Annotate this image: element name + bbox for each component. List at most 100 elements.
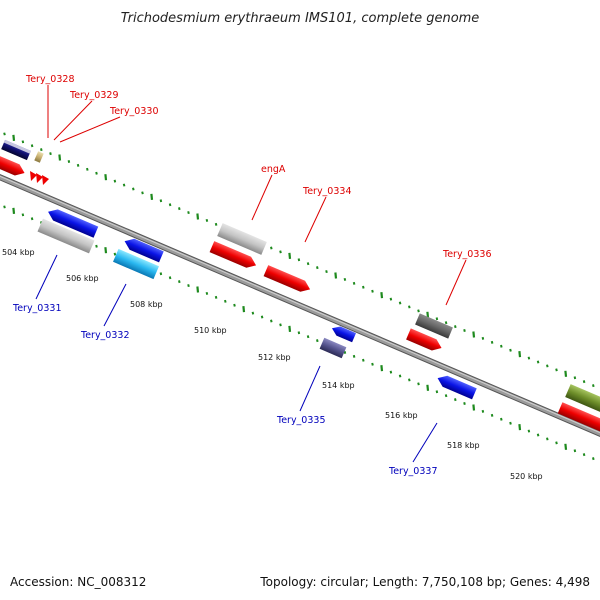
gene-arrow-red[interactable] bbox=[557, 402, 600, 434]
gene-feature[interactable] bbox=[1, 139, 31, 161]
minor-tick bbox=[573, 376, 577, 380]
minor-tick bbox=[187, 211, 190, 215]
minor-tick bbox=[509, 348, 512, 352]
gene-arrow-blue[interactable] bbox=[122, 236, 164, 263]
minor-tick bbox=[536, 360, 540, 364]
gene-label-tery-0331[interactable]: Tery_0331 bbox=[12, 303, 62, 314]
gene-feature[interactable] bbox=[37, 218, 95, 254]
minor-tick bbox=[21, 213, 25, 217]
minor-tick bbox=[168, 203, 172, 207]
major-tick bbox=[334, 272, 338, 279]
minor-tick bbox=[444, 321, 448, 325]
minor-tick bbox=[417, 309, 420, 313]
minor-tick bbox=[592, 457, 595, 461]
gene-label-enga[interactable]: engA bbox=[261, 164, 286, 175]
gene-feature[interactable] bbox=[319, 337, 347, 359]
gene-arrow-blue[interactable] bbox=[435, 373, 477, 400]
minor-tick bbox=[95, 244, 98, 248]
gene-label-tery-0332[interactable]: Tery_0332 bbox=[80, 330, 130, 341]
accession-text: Accession: NC_008312 bbox=[10, 575, 146, 589]
kbp-label: 518 kbp bbox=[447, 441, 480, 450]
kbp-label: 510 kbp bbox=[194, 326, 227, 335]
minor-tick bbox=[362, 285, 365, 289]
map-title: Trichodesmium erythraeum IMS101, complet… bbox=[121, 11, 480, 26]
major-tick bbox=[196, 213, 200, 220]
gene-arrow-red[interactable] bbox=[263, 265, 313, 295]
reverse-gene-labels: Tery_0331 Tery_0332 Tery_0335 Tery_0337 bbox=[12, 254, 438, 477]
minor-tick bbox=[270, 246, 273, 250]
gene-label-tery-0336[interactable]: Tery_0336 bbox=[442, 249, 492, 260]
gene-feature[interactable] bbox=[34, 151, 44, 163]
kbp-label: 504 kbp bbox=[2, 248, 35, 257]
minor-tick bbox=[573, 449, 577, 453]
gene-arrow-blue[interactable] bbox=[46, 206, 99, 238]
minor-tick bbox=[527, 356, 531, 360]
gene-label-tery-0337[interactable]: Tery_0337 bbox=[388, 466, 438, 477]
minor-tick bbox=[343, 350, 347, 354]
minor-tick bbox=[408, 305, 411, 309]
gene-label-tery-0334[interactable]: Tery_0334 bbox=[302, 186, 352, 197]
minor-tick bbox=[132, 187, 135, 191]
minor-tick bbox=[398, 374, 402, 378]
minor-tick bbox=[398, 301, 402, 305]
minor-tick bbox=[251, 311, 255, 315]
kbp-labels: 504 kbp 506 kbp 508 kbp 510 kbp 512 kbp … bbox=[2, 248, 543, 481]
reverse-strand-features bbox=[37, 206, 477, 400]
minor-tick bbox=[389, 370, 393, 374]
gene-feature[interactable] bbox=[565, 384, 600, 416]
minor-tick bbox=[205, 291, 209, 295]
minor-tick bbox=[490, 413, 494, 417]
minor-tick bbox=[555, 368, 558, 372]
minor-tick bbox=[463, 402, 466, 406]
minor-tick bbox=[527, 429, 531, 433]
minor-tick bbox=[444, 394, 448, 398]
minor-tick bbox=[435, 390, 439, 394]
minor-tick bbox=[306, 335, 310, 339]
gene-label-tery-0330[interactable]: Tery_0330 bbox=[109, 106, 159, 117]
major-tick bbox=[380, 365, 384, 372]
minor-tick bbox=[555, 441, 558, 445]
major-tick bbox=[196, 286, 200, 293]
kbp-label: 512 kbp bbox=[258, 353, 291, 362]
gene-arrow-red[interactable] bbox=[209, 241, 259, 271]
minor-tick bbox=[435, 317, 439, 321]
summary-text: Topology: circular; Length: 7,750,108 bp… bbox=[259, 575, 590, 589]
minor-tick bbox=[86, 167, 89, 171]
forward-strand-features bbox=[0, 139, 600, 434]
major-tick bbox=[12, 134, 16, 141]
gene-arrow-red[interactable] bbox=[0, 152, 27, 179]
minor-tick bbox=[113, 179, 117, 183]
major-tick bbox=[104, 174, 108, 181]
minor-tick bbox=[454, 325, 457, 329]
minor-tick bbox=[352, 281, 356, 285]
minor-tick bbox=[408, 378, 411, 382]
major-tick bbox=[150, 193, 154, 200]
major-tick bbox=[12, 207, 16, 214]
minor-tick bbox=[205, 218, 209, 222]
gene-feature[interactable] bbox=[415, 313, 453, 339]
minor-tick bbox=[509, 421, 512, 425]
minor-tick bbox=[40, 148, 43, 152]
gene-arrow-blue[interactable] bbox=[330, 324, 356, 343]
major-tick bbox=[288, 252, 292, 259]
minor-tick bbox=[95, 171, 98, 175]
major-tick bbox=[518, 424, 522, 431]
minor-tick bbox=[141, 191, 144, 195]
gene-feature[interactable] bbox=[217, 223, 267, 255]
major-tick bbox=[426, 311, 430, 318]
gene-arrow-red-small[interactable] bbox=[30, 171, 49, 185]
minor-tick bbox=[481, 336, 485, 340]
minor-tick bbox=[454, 398, 457, 402]
minor-tick bbox=[159, 199, 163, 203]
forward-gene-labels: Tery_0328 Tery_0329 Tery_0330 engA Tery_… bbox=[25, 74, 492, 306]
gene-label-tery-0328[interactable]: Tery_0328 bbox=[25, 74, 75, 85]
gene-arrow-red[interactable] bbox=[406, 328, 444, 353]
gene-feature[interactable] bbox=[113, 248, 159, 280]
minor-tick bbox=[546, 364, 549, 368]
minor-tick bbox=[214, 222, 218, 226]
gene-label-tery-0329[interactable]: Tery_0329 bbox=[69, 90, 119, 101]
minor-tick bbox=[279, 323, 282, 327]
gene-label-tery-0335[interactable]: Tery_0335 bbox=[276, 415, 326, 426]
minor-tick bbox=[233, 303, 236, 307]
